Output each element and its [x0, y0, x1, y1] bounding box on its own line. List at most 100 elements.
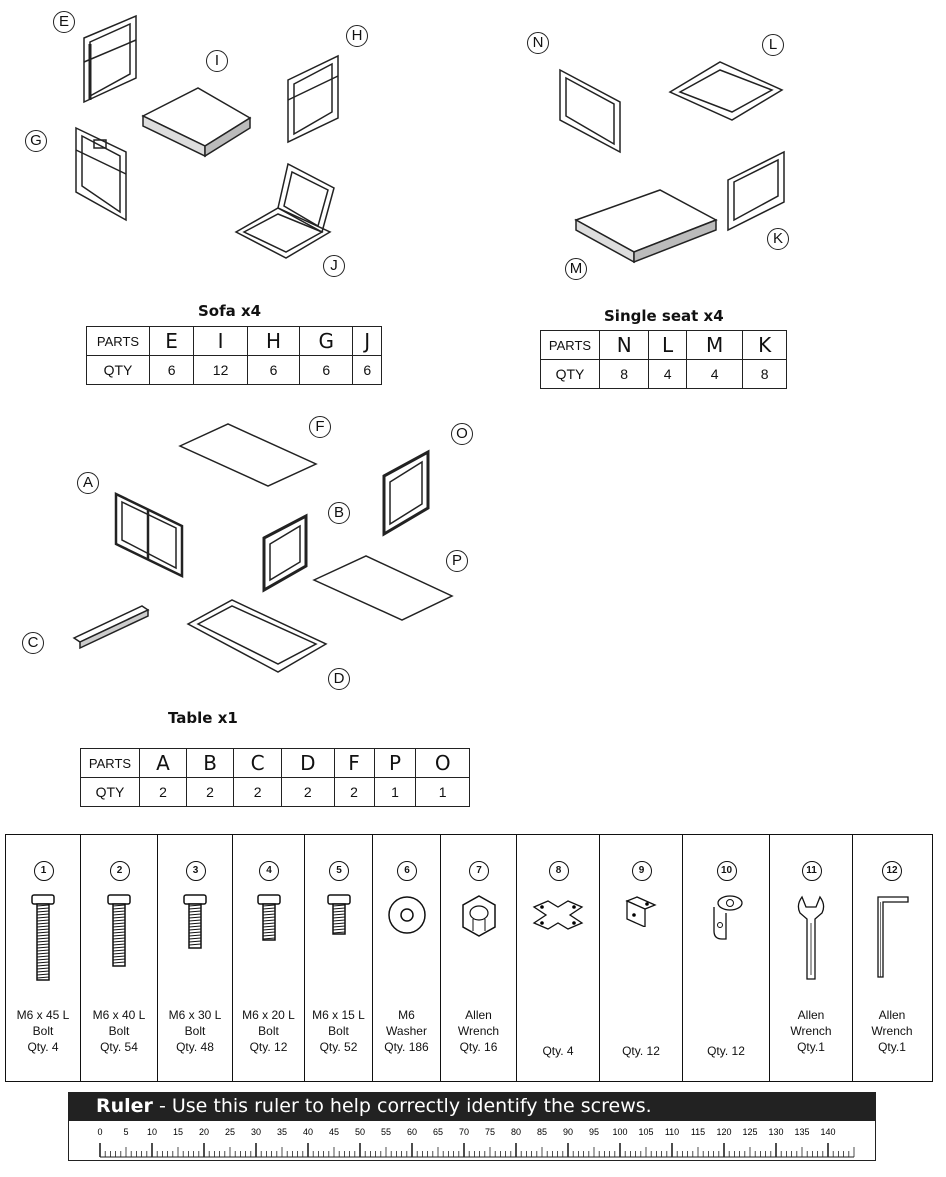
hardware-label-line: Qty. 52 — [319, 1040, 358, 1054]
ruler-instruction: - Use this ruler to help correctly ident… — [152, 1095, 652, 1117]
ruler-label: 140 — [820, 1127, 835, 1137]
callout-b: B — [328, 502, 350, 524]
part-letter: G — [298, 326, 354, 356]
table-parts-illustration — [72, 423, 454, 673]
hardware-label-line: Qty.1 — [878, 1040, 906, 1054]
sofa-part-e — [83, 14, 137, 104]
hardware-label-line: Bolt — [258, 1024, 279, 1038]
part-qty: 6 — [298, 355, 354, 385]
sofa-part-h — [287, 54, 339, 144]
part-letter: I — [193, 326, 248, 356]
ruler-label: 90 — [563, 1127, 573, 1137]
ruler-label: 65 — [433, 1127, 443, 1137]
parts-row: PARTS N L M K — [540, 330, 787, 360]
part-qty: 2 — [185, 777, 235, 807]
part-letter: P — [373, 748, 417, 778]
hardware-label-line: Wrench — [457, 1024, 500, 1038]
qty-header: QTY — [86, 355, 150, 385]
ruler-label: 80 — [511, 1127, 521, 1137]
ruler-label: 10 — [147, 1127, 157, 1137]
nut-icon — [441, 893, 516, 944]
ruler-label: 85 — [537, 1127, 547, 1137]
single-seat-parts-illustration — [559, 61, 785, 264]
hardware-label-line: Bolt — [32, 1024, 54, 1038]
callout-o: O — [451, 423, 473, 445]
callout-p: P — [446, 550, 468, 572]
hardware-number: 8 — [548, 861, 569, 881]
ruler-label: 35 — [277, 1127, 287, 1137]
corner-bracket-icon — [600, 893, 682, 932]
table-part-b — [262, 513, 308, 593]
open-wrench-icon — [770, 893, 852, 988]
sofa-part-i — [141, 87, 252, 158]
hardware-label-line: Allen — [465, 1008, 492, 1022]
bolt-icon — [158, 893, 232, 962]
hardware-number: 11 — [801, 861, 822, 881]
hardware-label-line: Bolt — [328, 1024, 349, 1038]
ruler-label: 130 — [768, 1127, 783, 1137]
table-caption: Table x1 — [168, 709, 238, 727]
hardware-number: 4 — [259, 861, 279, 881]
callout-c: C — [22, 632, 44, 654]
part-letter: K — [742, 330, 787, 360]
hardware-label: Qty. 12 — [683, 1043, 769, 1059]
table-part-o — [382, 449, 430, 537]
part-letter: N — [598, 330, 650, 360]
hardware-label-line: Qty. 12 — [707, 1044, 745, 1058]
sofa-part-j — [234, 162, 335, 259]
part-letter: D — [281, 748, 335, 778]
ruler-label: 30 — [251, 1127, 261, 1137]
callout-m: M — [565, 258, 587, 280]
cross-plate-icon — [517, 893, 599, 942]
table-part-d — [186, 599, 328, 673]
hardware-number: 7 — [469, 861, 489, 881]
single-part-l — [668, 61, 784, 121]
part-qty: 6 — [148, 355, 195, 385]
callout-f: F — [309, 416, 331, 438]
part-qty: 1 — [415, 777, 470, 807]
qty-header: QTY — [80, 777, 140, 807]
ruler-header: Ruler - Use this ruler to help correctly… — [68, 1092, 876, 1121]
hardware-number: 9 — [631, 861, 652, 881]
ruler-label: 5 — [123, 1127, 128, 1137]
hardware-label-line: Qty. 4 — [542, 1044, 574, 1058]
ruler-label: 0 — [97, 1127, 102, 1137]
part-letter: M — [685, 330, 744, 360]
callout-e: E — [53, 11, 75, 33]
hardware-label: Qty. 12 — [600, 1043, 682, 1059]
hardware-label-line: Allen — [878, 1008, 906, 1022]
hardware-label-line: Qty. 186 — [384, 1040, 429, 1054]
table-part-f — [178, 423, 318, 487]
parts-row: PARTS E I H G J — [86, 326, 382, 356]
parts-header: PARTS — [86, 326, 150, 356]
ruler-label: 105 — [638, 1127, 653, 1137]
bolt-icon — [6, 893, 80, 994]
hardware-label-line: M6 x 40 L — [92, 1008, 146, 1022]
callout-k: K — [767, 228, 789, 250]
parts-header: PARTS — [80, 748, 140, 778]
ruler-label: 70 — [459, 1127, 469, 1137]
single-seat-caption: Single seat x4 — [604, 307, 724, 325]
ruler-label: 60 — [407, 1127, 417, 1137]
hardware-number: 2 — [109, 861, 130, 881]
hardware-label-line: Washer — [386, 1024, 427, 1038]
qty-row: QTY 6 12 6 6 6 — [86, 355, 382, 385]
ruler-label: 55 — [381, 1127, 391, 1137]
ruler-label: 125 — [742, 1127, 757, 1137]
hardware-label-line: Allen — [797, 1008, 825, 1022]
sofa-part-g — [75, 126, 127, 222]
